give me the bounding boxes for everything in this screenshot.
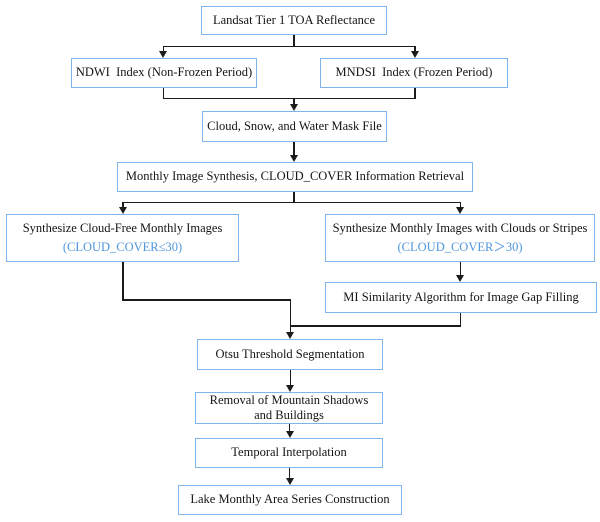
arrowhead-down-icon <box>285 431 294 438</box>
node-label: Lake Monthly Area Series Construction <box>190 492 390 507</box>
connector-cloud-free-right <box>122 299 291 301</box>
node-ndwi-index: NDWI Index (Non-Frozen Period) <box>71 58 257 88</box>
connector-temporal-down <box>288 468 291 478</box>
connector-to-cloudy <box>459 201 461 208</box>
node-mi-similarity-gap-filling: MI Similarity Algorithm for Image Gap Fi… <box>325 282 597 313</box>
connector-to-cloud-free <box>122 201 124 208</box>
node-label: Synthesize Monthly Images with Clouds or… <box>332 220 588 235</box>
node-label: MI Similarity Algorithm for Image Gap Fi… <box>343 289 579 304</box>
node-lake-area-series: Lake Monthly Area Series Construction <box>178 485 402 515</box>
node-label: MNDSI Index (Frozen Period) <box>335 65 493 80</box>
connector-otsu-down <box>289 370 291 385</box>
node-sublabel-cloud-cover-gt-30: (CLOUD_COVER＞30) <box>397 240 523 254</box>
connector-merge-to-otsu <box>289 299 291 332</box>
arrowhead-down-icon <box>286 332 295 339</box>
node-label: Temporal Interpolation <box>231 445 347 460</box>
connector-merge-bar-mask <box>162 97 416 99</box>
node-sublabel-cloud-cover-le-30: (CLOUD_COVER≤30) <box>62 240 183 254</box>
arrowhead-down-icon <box>159 51 168 58</box>
connector-cloudy-down <box>459 262 461 275</box>
node-label: Otsu Threshold Segmentation <box>215 346 365 361</box>
arrowhead-down-icon <box>285 478 294 485</box>
arrowhead-down-icon <box>456 275 465 282</box>
arrowhead-down-icon <box>118 207 127 214</box>
connector-cloud-free-down <box>122 262 124 301</box>
connector-mi-left <box>289 325 461 327</box>
arrowhead-down-icon <box>456 207 465 214</box>
node-otsu-threshold: Otsu Threshold Segmentation <box>197 339 383 370</box>
connector-to-mndsi <box>414 45 416 52</box>
node-label: Monthly Image Synthesis, CLOUD_COVER Inf… <box>125 169 465 184</box>
node-label: Removal of Mountain Shadows and Building… <box>209 393 372 422</box>
node-removal-shadows-buildings: Removal of Mountain Shadows and Building… <box>195 392 383 424</box>
node-label: Synthesize Cloud-Free Monthly Images <box>22 220 223 235</box>
node-monthly-image-synthesis: Monthly Image Synthesis, CLOUD_COVER Inf… <box>117 162 473 192</box>
node-mndsi-index: MNDSI Index (Frozen Period) <box>320 58 508 88</box>
node-temporal-interpolation: Temporal Interpolation <box>195 438 383 468</box>
node-synthesize-cloudy-stripes: Synthesize Monthly Images with Clouds or… <box>325 214 595 262</box>
connector-synthesis-down <box>293 192 295 203</box>
connector-landsat-down <box>293 35 295 46</box>
node-landsat-toa-reflectance: Landsat Tier 1 TOA Reflectance <box>201 6 387 35</box>
arrowhead-down-icon <box>289 104 298 111</box>
node-label: NDWI Index (Non-Frozen Period) <box>75 65 253 80</box>
node-synthesize-cloud-free: Synthesize Cloud-Free Monthly Images (CL… <box>6 214 239 262</box>
connector-branch-bar-top <box>162 45 415 47</box>
arrowhead-down-icon <box>289 155 298 162</box>
arrowhead-down-icon <box>410 51 419 58</box>
connector-mi-down <box>459 313 461 327</box>
connector-mndsi-down <box>414 88 416 99</box>
connector-to-mask <box>293 97 295 105</box>
connector-branch-bar-mid <box>122 201 461 203</box>
connector-to-ndwi <box>162 45 164 52</box>
connector-ndwi-down <box>162 88 164 99</box>
arrowhead-down-icon <box>286 385 295 392</box>
node-label: Cloud, Snow, and Water Mask File <box>207 118 382 133</box>
node-label: Landsat Tier 1 TOA Reflectance <box>212 12 375 27</box>
node-cloud-snow-water-mask: Cloud, Snow, and Water Mask File <box>202 111 387 142</box>
connector-mask-down <box>293 142 295 155</box>
connector-removal-down <box>288 424 291 431</box>
